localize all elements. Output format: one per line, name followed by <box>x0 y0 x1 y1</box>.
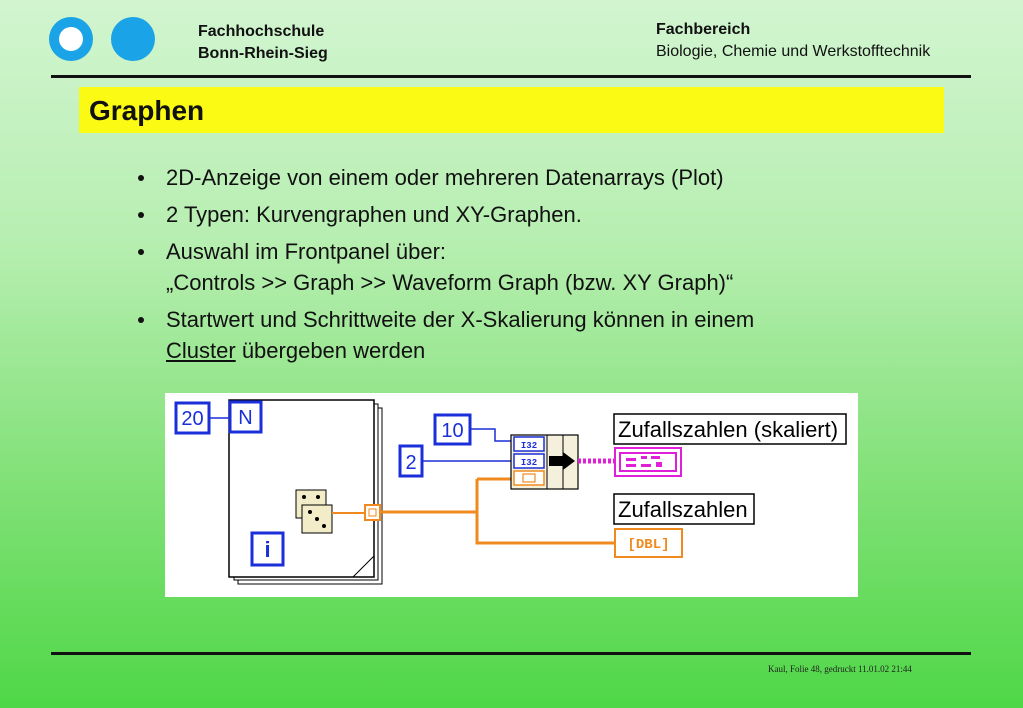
raw-graph-terminal-text: [DBL] <box>627 537 669 553</box>
school-line-2: Bonn-Rhein-Sieg <box>198 45 328 62</box>
labview-diagram: 20 N i 10 2 I32 <box>165 393 858 597</box>
bullet-item: Startwert und Schrittweite der X-Skalier… <box>138 304 958 366</box>
bullet-text: 2D-Anzeige von einem oder mehreren Daten… <box>166 165 724 190</box>
scaled-graph-label: Zufallszahlen (skaliert) <box>618 417 838 442</box>
bullet-text: 2 Typen: Kurvengraphen und XY-Graphen. <box>166 202 582 227</box>
start-value-wire <box>470 428 512 442</box>
raw-graph-terminal <box>614 528 683 558</box>
bullet-text: Auswahl im Frontpanel über: <box>166 239 447 264</box>
logo-circle-right <box>111 17 155 61</box>
footer-text: Kaul, Folie 48, gedruckt 11.01.02 21:44 <box>768 664 912 674</box>
title-bar: Graphen <box>79 87 944 133</box>
iteration-terminal <box>250 531 285 567</box>
school-name: Fachhochschule Bonn-Rhein-Sieg <box>198 21 328 65</box>
loop-count-terminal <box>228 400 263 434</box>
scaled-graph-label-box <box>613 413 847 445</box>
bullet-dot <box>138 317 144 323</box>
department-label: Fachbereich <box>656 21 751 38</box>
loop-page-corner <box>352 554 375 578</box>
bullet-text-continued: „Controls >> Graph >> Waveform Graph (bz… <box>166 270 734 295</box>
array-tunnel <box>364 504 381 521</box>
bundle-input-i32-2 <box>513 453 545 469</box>
cluster-link[interactable]: Cluster <box>166 338 236 363</box>
iteration-terminal-text: i <box>264 537 270 562</box>
bullet-item: 2 Typen: Kurvengraphen und XY-Graphen. <box>138 199 958 230</box>
step-value-text: 2 <box>405 452 416 474</box>
dbl-type-label: DBL <box>636 537 661 553</box>
bundle-input-i32-1 <box>513 436 545 452</box>
school-line-1: Fachhochschule <box>198 23 325 40</box>
start-value-constant <box>433 413 472 446</box>
bullet-item: 2D-Anzeige von einem oder mehreren Daten… <box>138 162 958 193</box>
slide-title: Graphen <box>89 95 205 126</box>
bundle-input-array <box>513 470 545 486</box>
bundle-input-array-inner <box>522 473 536 483</box>
department-name: Biologie, Chemie und Werkstofftechnik <box>656 43 931 60</box>
bullet-item: Auswahl im Frontpanel über: „Controls >>… <box>138 236 958 298</box>
dice-icon <box>295 489 333 534</box>
array-wire-branch <box>475 479 615 545</box>
cluster-glyph-icon <box>626 456 662 467</box>
bullet-dot <box>138 249 144 255</box>
header-rule <box>51 75 971 78</box>
loop-count-terminal-text: N <box>238 407 252 429</box>
diagram-svg: 20 N i 10 2 I32 <box>174 399 847 585</box>
bullet-list: 2D-Anzeige von einem oder mehreren Daten… <box>138 162 958 372</box>
count-constant-text: 20 <box>181 408 203 430</box>
scaled-graph-terminal-inner <box>619 452 677 472</box>
footer-rule <box>51 652 971 655</box>
bullet-dot <box>138 175 144 181</box>
array-tunnel-inner <box>368 508 377 517</box>
raw-graph-label-box <box>613 493 755 525</box>
bundle-arrow-icon <box>549 452 575 470</box>
logo-inner-dot <box>59 27 83 51</box>
bullet-text-continued: übergeben werden <box>241 338 426 363</box>
bundle-input-i32-2-text: I32 <box>521 458 537 468</box>
bullet-text: Startwert und Schrittweite der X-Skalier… <box>166 307 755 332</box>
start-value-text: 10 <box>441 420 463 442</box>
bullet-dot <box>138 212 144 218</box>
raw-graph-label: Zufallszahlen <box>618 497 748 522</box>
bundle-input-i32-1-text: I32 <box>521 441 537 451</box>
department: Fachbereich Biologie, Chemie und Werksto… <box>656 19 930 63</box>
logo-circle-left <box>49 17 93 61</box>
